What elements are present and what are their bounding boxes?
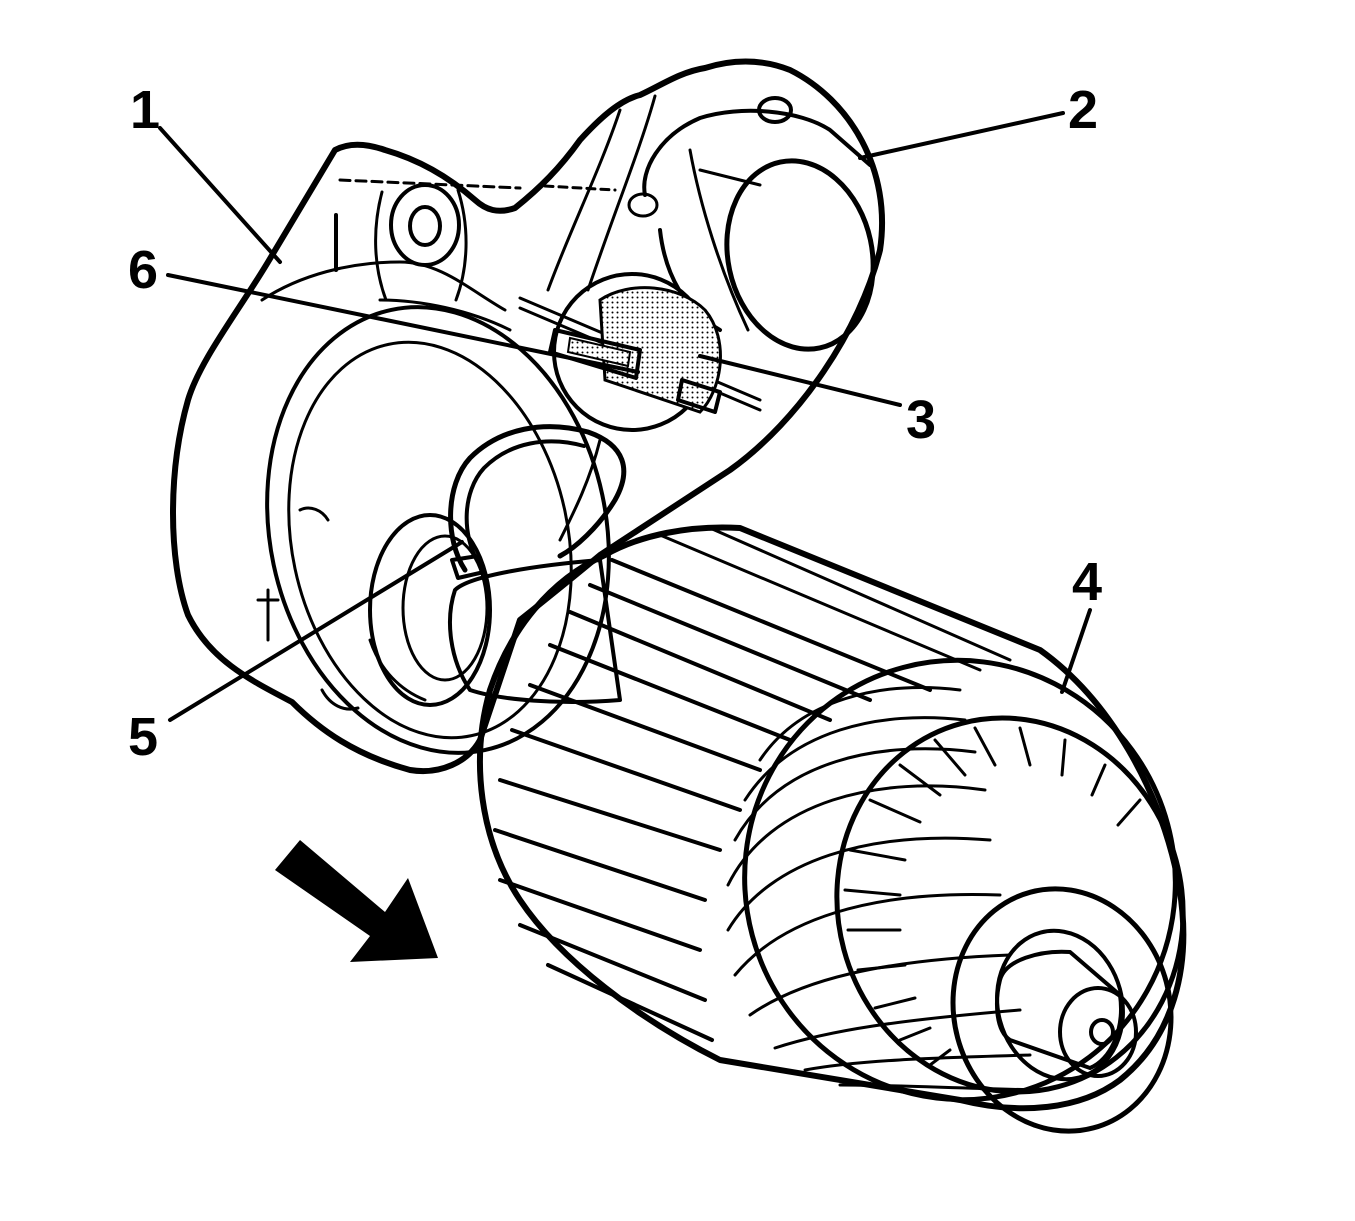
callout-4: 4 — [1072, 552, 1102, 612]
callout-5: 5 — [128, 707, 158, 767]
callout-6: 6 — [128, 240, 158, 300]
commutator-bars — [843, 726, 1142, 1067]
callout-3: 3 — [906, 390, 936, 450]
armature — [448, 524, 1187, 1134]
brush-spring — [448, 424, 627, 580]
arrow-down-right-icon — [275, 840, 438, 962]
callout-2: 2 — [1068, 80, 1098, 140]
callout-1: 1 — [130, 80, 160, 140]
brush-holder — [518, 272, 762, 432]
leader-lines — [158, 111, 1092, 722]
core-slots — [493, 526, 1012, 1042]
commutator-end-frame — [170, 58, 886, 774]
